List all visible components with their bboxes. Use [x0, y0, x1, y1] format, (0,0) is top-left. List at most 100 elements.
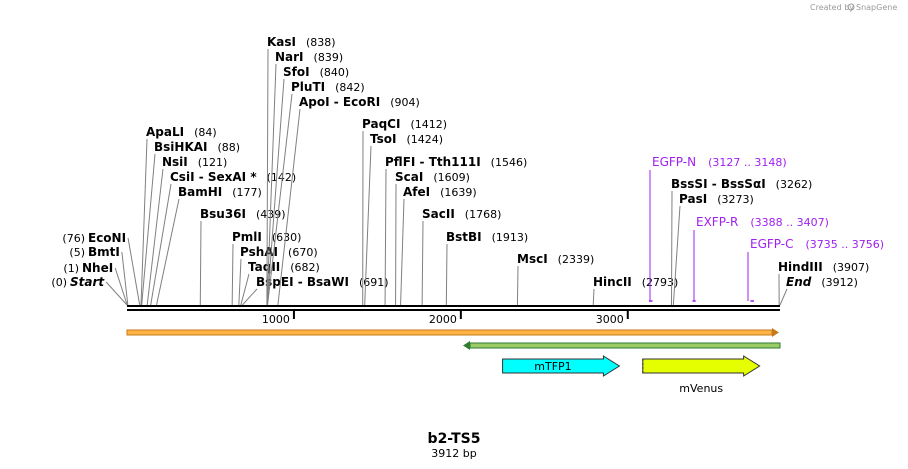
enzyme-name: PasI	[679, 192, 707, 206]
enzyme-bsssi-bsss-i: BssSI - BssSαI(3262)	[671, 177, 812, 306]
enzyme-msci: MscI(2339)	[516, 252, 595, 306]
enzyme-name: Bsu36I	[200, 207, 246, 221]
enzyme-name: NheI	[82, 261, 113, 275]
enzyme-position: (142)	[267, 171, 297, 184]
enzyme-pluti: PluTI(842)	[267, 80, 365, 306]
ruler-label: 2000	[429, 313, 457, 326]
enzyme-name: BspEI - BsaWI	[256, 275, 349, 289]
enzyme-hincii: HincII(2793)	[592, 275, 678, 306]
primer-range: (3735 .. 3756)	[805, 238, 884, 251]
enzyme-name: End	[786, 275, 812, 289]
enzyme-name: ApoI - EcoRI	[299, 95, 380, 109]
enzyme-end: End (3912)	[779, 275, 858, 306]
enzyme-position: (88)	[218, 141, 241, 154]
map-title: b2-TS5	[428, 431, 481, 447]
enzyme-position: (670)	[288, 246, 318, 259]
orange-track-arrow	[126, 328, 779, 337]
enzyme-name: BamHI	[178, 185, 222, 199]
leader-line	[592, 288, 595, 306]
enzyme-position: (1424)	[406, 133, 443, 146]
enzyme-pflfi-tth111i: PflFI - Tth111I(1546)	[384, 155, 528, 306]
green-track-body	[469, 342, 781, 349]
credit-brand: SnapGene	[856, 3, 897, 12]
enzyme-position: (177)	[232, 186, 262, 199]
primer-egfp-n: EGFP-N (3127 .. 3148)	[648, 155, 787, 302]
enzyme-position: (1768)	[465, 208, 502, 221]
sequence-backbone	[127, 305, 780, 311]
leader-line	[364, 145, 372, 306]
credit-prefix: Created by	[810, 3, 854, 12]
enzyme-position: (682)	[290, 261, 320, 274]
leader-line	[238, 258, 242, 306]
enzyme-position: (904)	[390, 96, 420, 109]
enzyme-position: (121)	[198, 156, 228, 169]
leader-line	[156, 198, 180, 306]
enzyme-position: (839)	[314, 51, 344, 64]
leader-line	[277, 108, 301, 306]
leader-line	[199, 220, 202, 306]
enzyme-name: BmtI	[88, 245, 120, 259]
leader-line	[241, 288, 258, 306]
enzyme-bsihkai: BsiHKAI(88)	[141, 140, 241, 306]
enzyme-hindiii: HindIII (3907)	[778, 260, 870, 306]
map-length: 3912 bp	[431, 447, 476, 460]
enzyme-name: ScaI	[395, 170, 423, 184]
green-track-arrow	[463, 341, 781, 350]
enzyme-nsii: NsiI(121)	[146, 155, 228, 306]
enzyme-position: (1913)	[492, 231, 529, 244]
enzyme-position: (3907)	[833, 261, 870, 274]
enzyme-tsoi: TsoI(1424)	[364, 132, 443, 306]
enzyme-csii-sexai: CsiI - SexAI * (142)	[150, 170, 297, 306]
leader-line	[121, 251, 129, 306]
feature-arrow	[502, 355, 621, 377]
enzyme-name: PaqCI	[362, 117, 400, 131]
enzyme-name: AfeI	[403, 185, 430, 199]
enzyme-position: (1412)	[410, 118, 447, 131]
primer-name: EGFP-N	[652, 155, 696, 169]
primer-egfp-c: EGFP-C (3735 .. 3756)	[747, 237, 884, 302]
backbone-strand-top	[127, 305, 780, 307]
enzyme-position: (84)	[194, 126, 217, 139]
primer-name: EXFP-R	[696, 215, 738, 229]
ruler-label: 1000	[262, 313, 290, 326]
enzyme-position: (2339)	[558, 253, 595, 266]
leader-line	[421, 220, 424, 306]
leader-line	[240, 273, 250, 306]
enzyme-nhei: NheI(1)	[63, 261, 128, 306]
leader-line	[114, 267, 128, 306]
enzyme-bmti: BmtI(5)	[69, 245, 129, 306]
primer-range: (3388 .. 3407)	[750, 216, 829, 229]
enzyme-kasi: KasI(838)	[266, 35, 336, 306]
enzyme-econi: EcoNI(76)	[62, 231, 141, 306]
feature-label: mTFP1	[534, 360, 571, 373]
leader-line	[266, 48, 269, 306]
primer-range: (3127 .. 3148)	[708, 156, 787, 169]
primer-name: EGFP-C	[750, 237, 793, 251]
enzyme-bamhi: BamHI (177)	[156, 185, 262, 306]
enzyme-position: (1546)	[491, 156, 528, 169]
enzyme-position: (0)	[51, 276, 67, 289]
enzyme-nari: NarI (839)	[266, 50, 344, 306]
feature-mtfp1: mTFP1	[502, 355, 621, 377]
leader-line	[516, 265, 519, 306]
leader-line	[266, 78, 285, 306]
enzyme-sacii: SacII (1768)	[421, 207, 502, 306]
orange-track-body	[126, 329, 773, 336]
enzyme-name: TaqII	[248, 260, 280, 274]
enzyme-name: HindIII	[778, 260, 823, 274]
enzyme-name: CsiI - SexAI *	[170, 170, 257, 184]
enzyme-position: (838)	[306, 36, 336, 49]
enzyme-bstbi: BstBI(1913)	[445, 230, 529, 306]
enzyme-start: Start(0)	[51, 275, 128, 306]
leader-line	[400, 198, 405, 306]
snapgene-credit: Created by SnapGene	[810, 3, 897, 12]
green-track-head	[463, 341, 470, 350]
enzyme-position: (3912)	[821, 276, 858, 289]
enzyme-name: SacII	[422, 207, 455, 221]
enzyme-apali: ApaLI(84)	[140, 125, 217, 306]
leader-line	[267, 93, 293, 306]
enzyme-name: Start	[70, 275, 105, 289]
enzyme-name: NarI	[275, 50, 304, 64]
leader-line	[384, 168, 387, 306]
